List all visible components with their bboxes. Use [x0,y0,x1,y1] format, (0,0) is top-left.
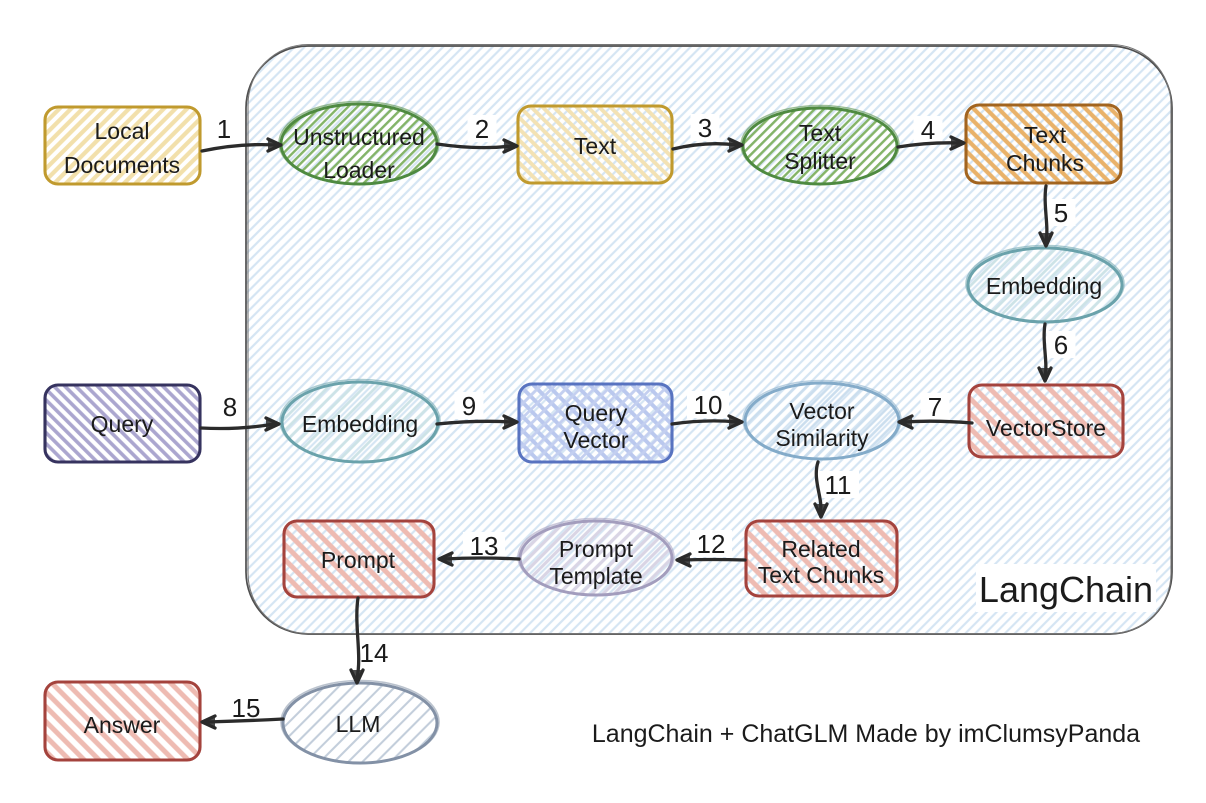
svg-text:LLM: LLM [336,711,381,737]
svg-text:3: 3 [698,113,712,143]
svg-text:Vector: Vector [789,398,855,424]
svg-text:7: 7 [928,392,942,422]
svg-text:Query: Query [91,411,154,437]
svg-text:Embedding: Embedding [302,411,418,437]
svg-text:2: 2 [475,114,489,144]
svg-text:Prompt: Prompt [321,547,396,573]
svg-text:Vector: Vector [563,427,629,453]
svg-text:5: 5 [1054,198,1068,228]
svg-text:Documents: Documents [64,152,180,178]
svg-text:4: 4 [921,115,935,145]
svg-text:Related: Related [781,536,860,562]
svg-text:Similarity: Similarity [775,425,869,451]
svg-text:Unstructured: Unstructured [293,124,425,150]
svg-text:11: 11 [825,470,852,500]
svg-text:10: 10 [694,390,723,420]
svg-text:Splitter: Splitter [784,148,856,174]
svg-text:Text Chunks: Text Chunks [758,562,885,588]
svg-text:LangChain: LangChain [979,569,1153,610]
svg-text:LangChain + ChatGLM Made by im: LangChain + ChatGLM Made by imClumsyPand… [592,720,1140,748]
svg-text:9: 9 [462,391,476,421]
svg-text:6: 6 [1054,330,1068,360]
svg-text:Template: Template [549,563,642,589]
svg-text:12: 12 [697,529,726,559]
svg-text:Text: Text [799,120,842,146]
svg-text:15: 15 [232,693,261,723]
svg-text:Prompt: Prompt [559,536,634,562]
svg-text:Local: Local [95,118,150,144]
svg-text:Text: Text [574,133,617,159]
svg-text:13: 13 [470,531,499,561]
svg-text:14: 14 [360,638,389,668]
svg-text:1: 1 [217,114,231,144]
svg-text:Answer: Answer [84,712,161,738]
svg-text:Chunks: Chunks [1006,150,1084,176]
svg-text:Loader: Loader [323,157,395,183]
svg-text:8: 8 [223,392,237,422]
svg-text:Text: Text [1024,122,1067,148]
svg-text:Embedding: Embedding [986,273,1102,299]
svg-text:VectorStore: VectorStore [986,415,1106,441]
svg-text:Query: Query [565,400,628,426]
